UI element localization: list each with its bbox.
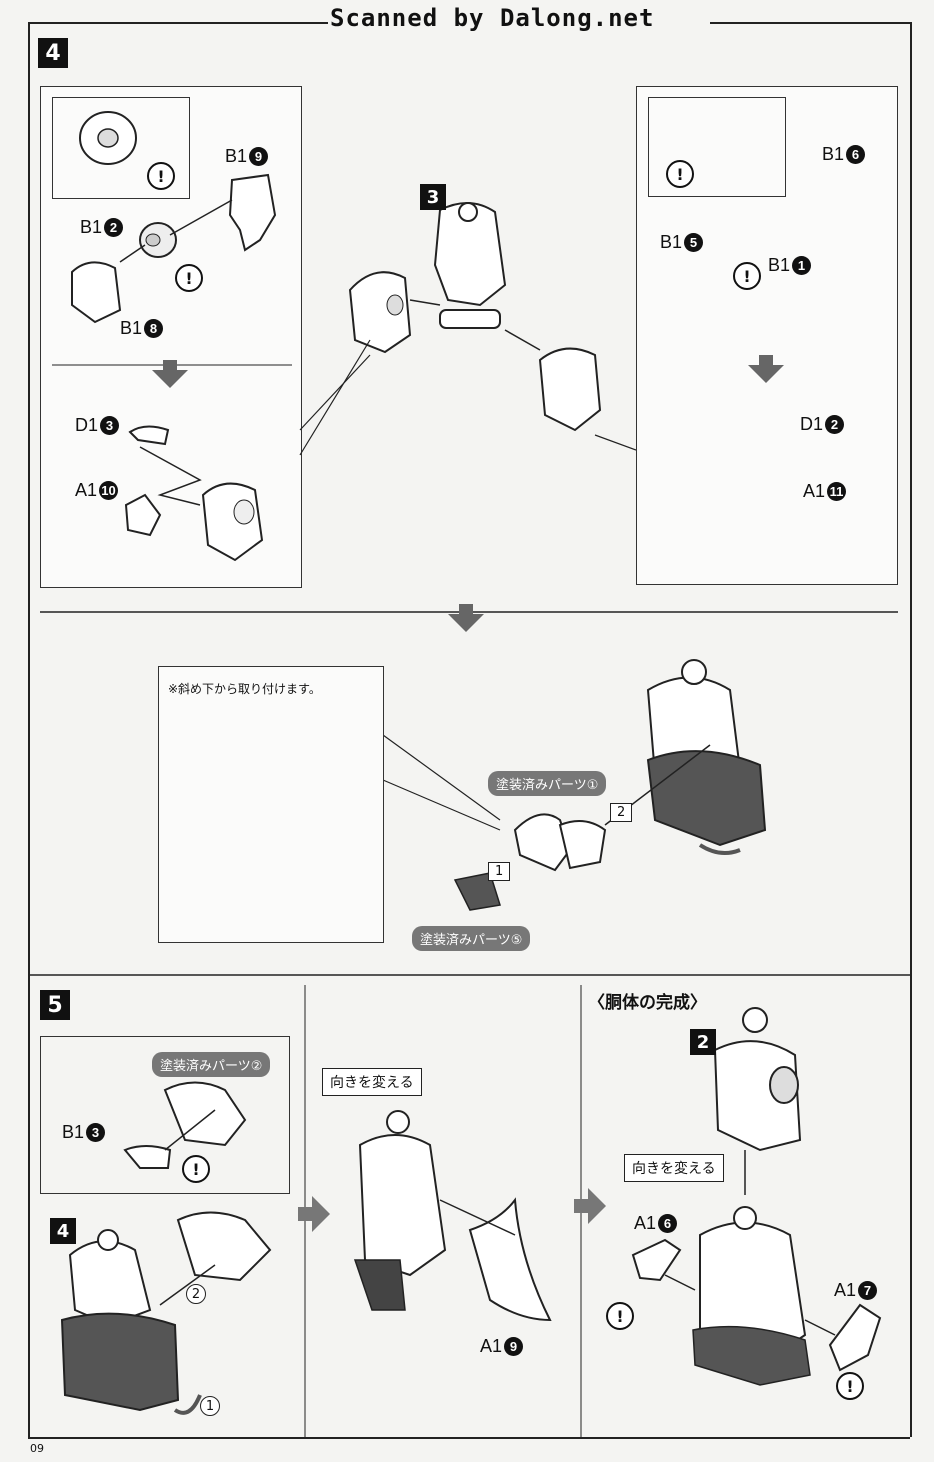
right-arrow-icon	[574, 1188, 606, 1224]
down-arrow-icon	[448, 604, 484, 632]
step-4-number: 4	[38, 38, 68, 68]
warning-icon: !	[606, 1302, 634, 1330]
page-frame-left	[28, 22, 30, 1437]
warning-icon: !	[175, 264, 203, 292]
rotate-callout: 向きを変える	[322, 1068, 422, 1096]
rotate-callout: 向きを変える	[624, 1154, 724, 1182]
section-title-torso-complete: 〈胴体の完成〉	[588, 993, 707, 1013]
sub-assembly-badge-3: 3	[420, 184, 446, 210]
warning-icon: !	[147, 162, 175, 190]
header-rule-left	[28, 22, 328, 24]
sequence-2-marker: 2	[186, 1284, 206, 1304]
step4-note-box	[158, 666, 384, 943]
warning-icon: !	[733, 262, 761, 290]
header-rule-right	[710, 22, 910, 24]
page-number: 09	[30, 1442, 44, 1455]
sub-assembly-badge-2: 2	[690, 1029, 716, 1055]
painted-part-tag-2: 塗装済みパーツ②	[152, 1052, 271, 1077]
page-frame-right	[910, 22, 912, 1437]
sequence-1-marker: 1	[488, 862, 511, 881]
painted-part-tag-5: 塗装済みパーツ⑤	[412, 926, 531, 951]
attach-note: ※斜め下から取り付けます。	[168, 682, 321, 696]
sub-assembly-badge-4: 4	[50, 1218, 76, 1244]
painted-part-tag-1: 塗装済みパーツ①	[488, 771, 607, 796]
right-arrow-icon	[298, 1196, 330, 1232]
step5-detail-box	[40, 1036, 290, 1194]
warning-icon: !	[666, 160, 694, 188]
step4-right-zoom-inset	[648, 97, 786, 197]
warning-icon: !	[182, 1155, 210, 1183]
down-arrow-icon	[748, 355, 784, 383]
down-arrow-icon	[152, 360, 188, 388]
warning-icon: !	[836, 1372, 864, 1400]
sequence-2-marker: 2	[610, 803, 633, 822]
sequence-1-marker: 1	[200, 1396, 220, 1416]
page-frame-bottom	[28, 1437, 910, 1439]
scanner-credit: Scanned by Dalong.net	[330, 4, 655, 32]
step-5-number: 5	[40, 990, 70, 1020]
